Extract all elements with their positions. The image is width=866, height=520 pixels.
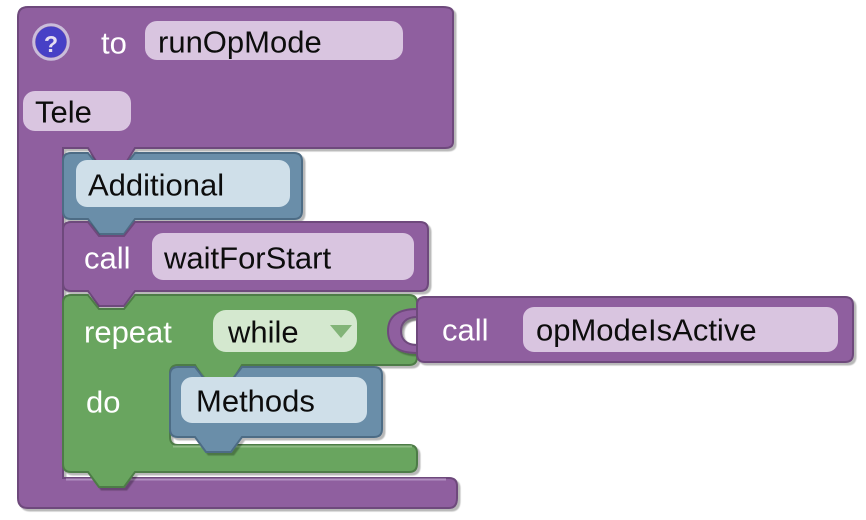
additional-field-text: Additional [88, 168, 224, 203]
tele-field-text: Tele [35, 95, 92, 130]
while-dropdown[interactable]: while [213, 310, 357, 352]
methods-block[interactable]: Methods [169, 366, 383, 453]
opmodeisactive-method-field[interactable] [523, 307, 838, 352]
tele-field[interactable] [23, 91, 131, 131]
while-dropdown-text: while [227, 315, 299, 350]
procedure-block-body[interactable] [17, 6, 458, 509]
additional-block[interactable]: Additional [62, 152, 303, 235]
opmodeisactive-method-text: opModeIsActive [536, 313, 757, 348]
waitforstart-method-text: waitForStart [163, 241, 331, 276]
methods-field[interactable] [181, 377, 367, 423]
value-connector-tab [386, 307, 418, 355]
procedure-definition-block[interactable]: ? to runOpMode Tele [17, 6, 458, 509]
call-opmodeisactive-block[interactable]: call opModeIsActive [386, 296, 854, 363]
help-icon-ring [32, 23, 70, 61]
call-label: call [442, 313, 489, 348]
methods-field-text: Methods [196, 384, 315, 419]
to-label: to [101, 26, 127, 61]
while-dropdown-field[interactable] [213, 310, 357, 352]
help-icon-glyph: ? [44, 31, 58, 57]
waitforstart-method-field[interactable] [152, 233, 414, 280]
procedure-name-field[interactable] [145, 21, 403, 60]
help-icon[interactable] [35, 26, 67, 58]
repeat-label: repeat [84, 315, 172, 350]
do-label: do [86, 385, 120, 420]
chevron-down-icon [330, 325, 352, 338]
procedure-name-text: runOpMode [158, 25, 322, 60]
call-label: call [84, 241, 131, 276]
additional-field[interactable] [76, 160, 290, 207]
call-waitforstart-block[interactable]: call waitForStart [62, 221, 429, 307]
